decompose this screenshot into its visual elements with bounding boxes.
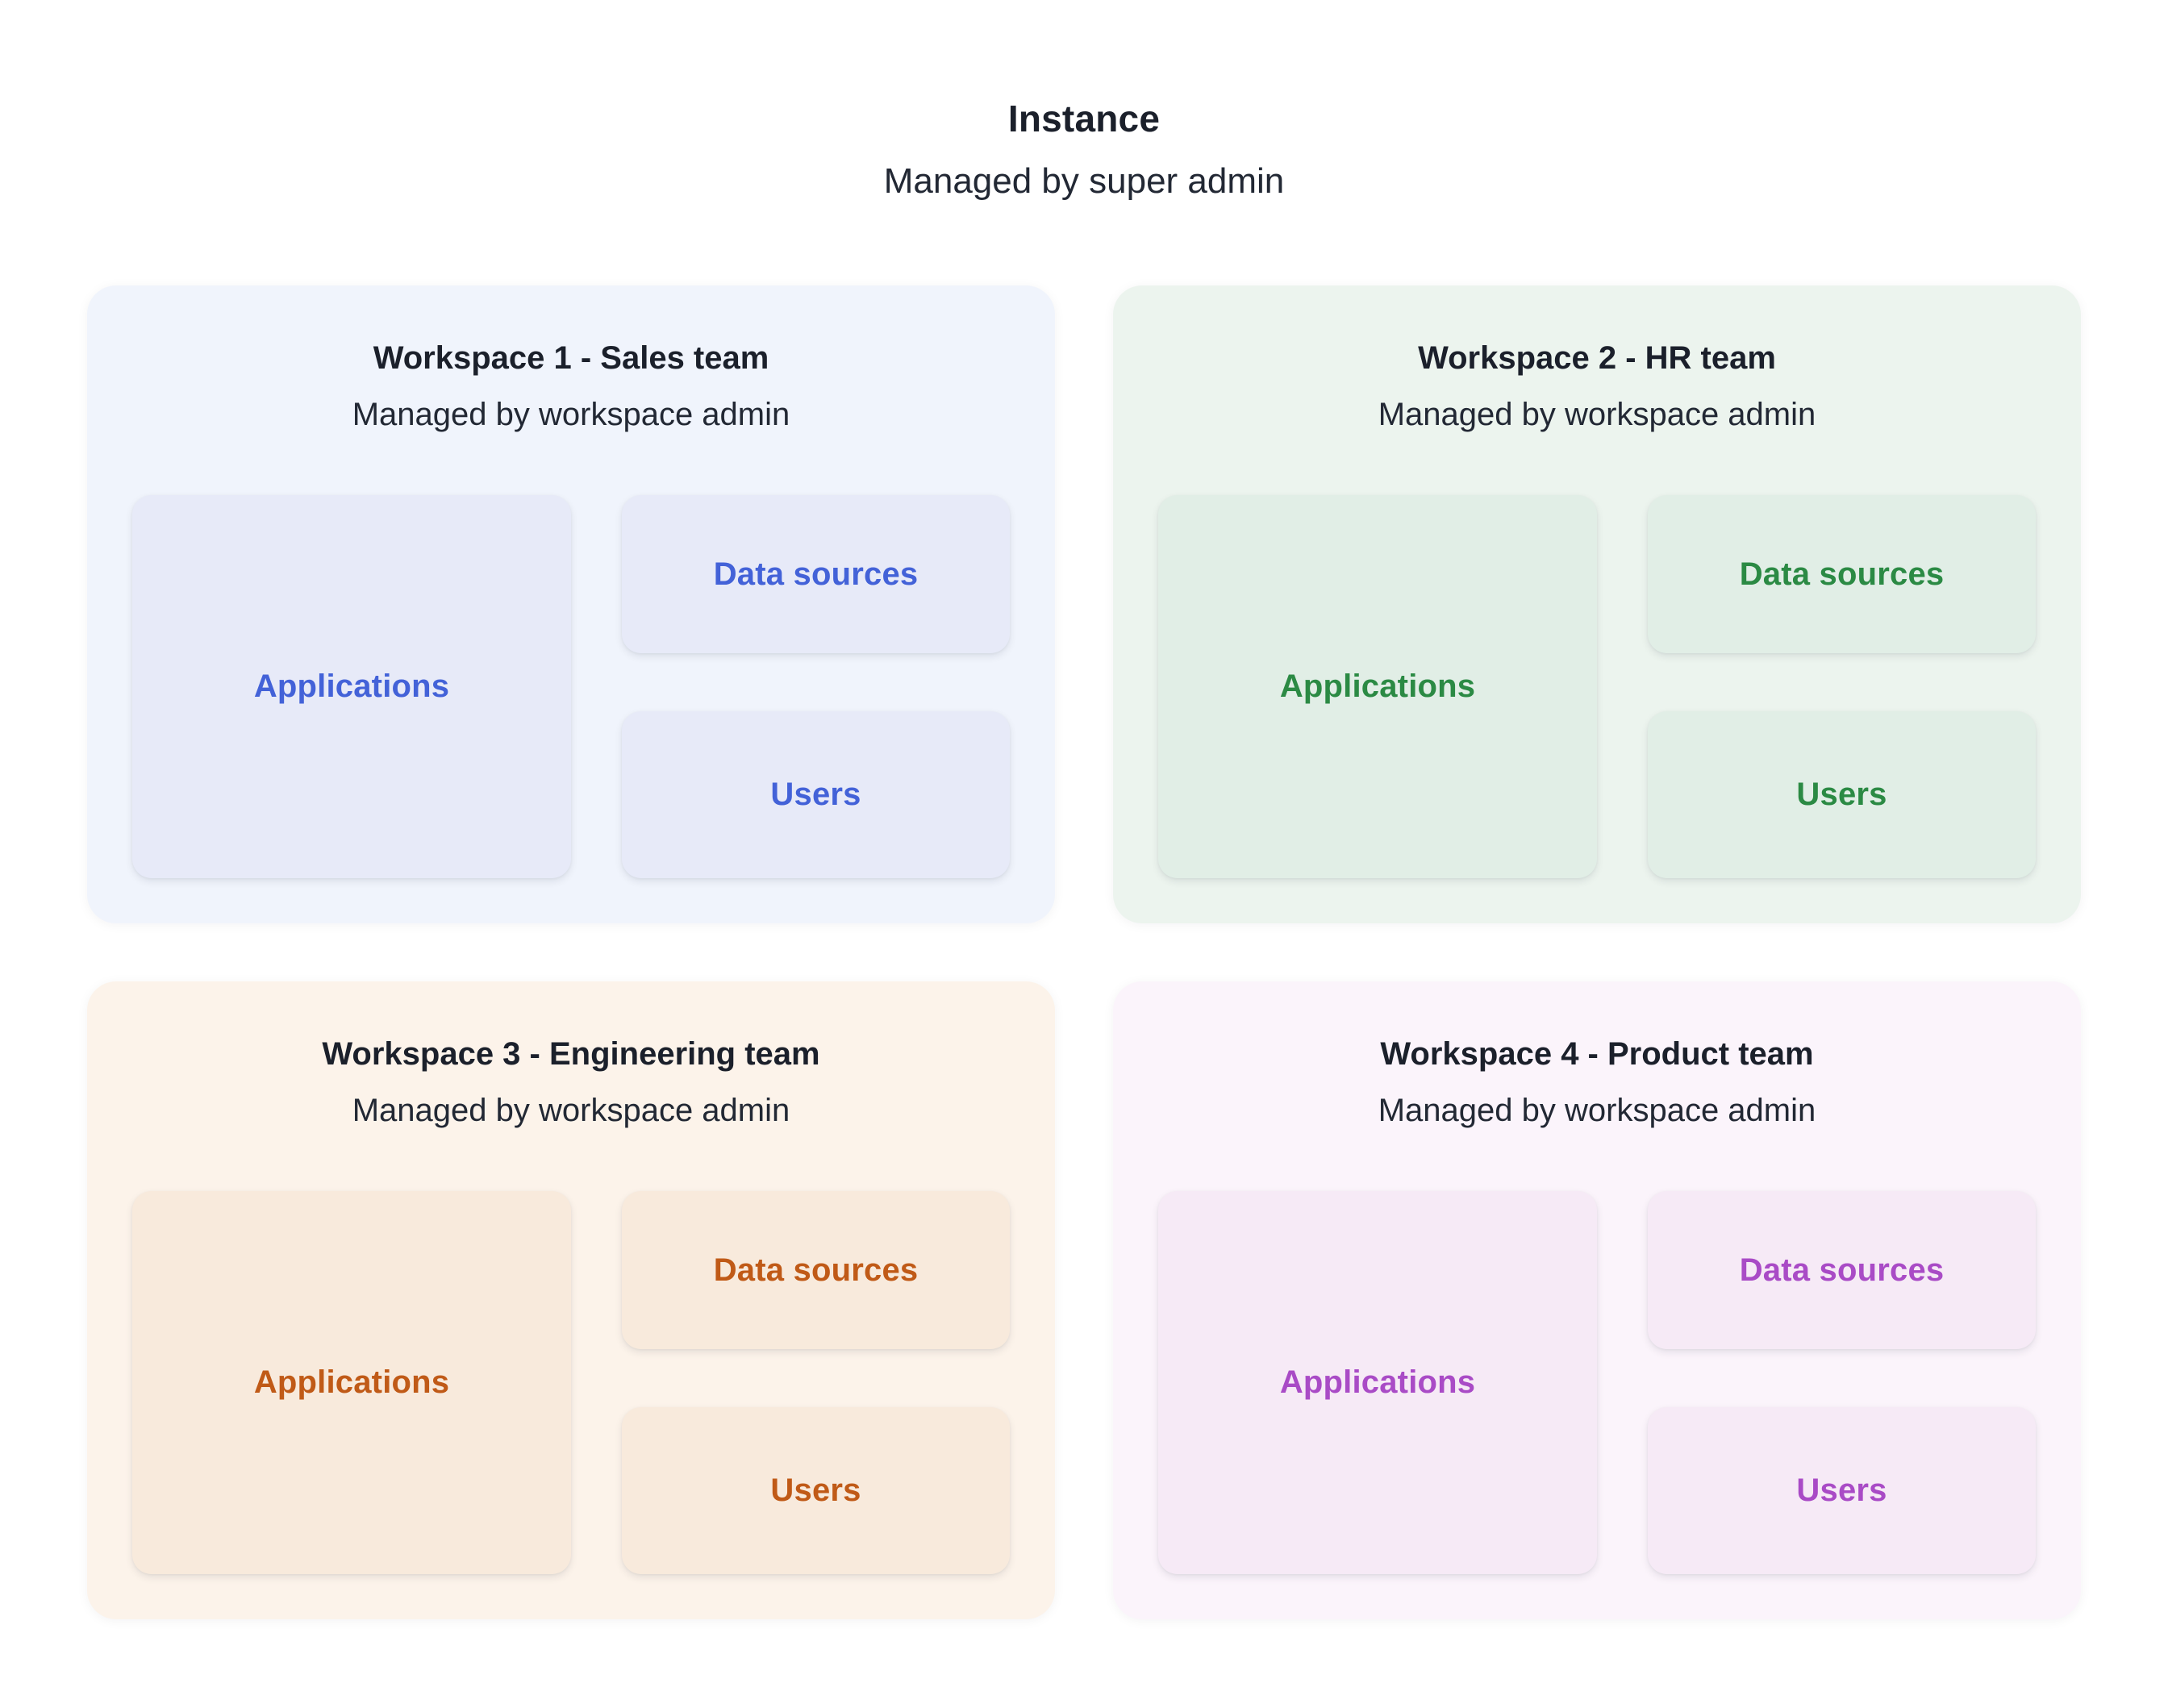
workspace-title: Workspace 3 - Engineering team [322,1036,820,1072]
data-sources-box: Data sources [622,495,1010,653]
users-box: Users [622,1407,1010,1574]
users-label: Users [1796,1473,1887,1508]
applications-box: Applications [132,1191,572,1574]
users-box: Users [1648,711,2036,878]
data-sources-label: Data sources [713,1252,919,1288]
workspace-subtitle: Managed by workspace admin [1378,397,1816,432]
applications-label: Applications [253,1364,450,1400]
data-sources-box: Data sources [1648,495,2036,653]
workspace-content: Applications Data sources Users [1158,495,2036,878]
applications-box: Applications [1158,495,1598,878]
workspace-card-sales: Workspace 1 - Sales team Managed by work… [87,285,1055,923]
workspace-card-engineering: Workspace 3 - Engineering team Managed b… [87,981,1055,1619]
workspace-title: Workspace 2 - HR team [1418,340,1776,376]
page-title: Instance [1007,98,1161,140]
users-label: Users [1796,777,1887,812]
workspace-subtitle: Managed by workspace admin [352,397,790,432]
page-subtitle: Managed by super admin [883,161,1285,201]
data-sources-box: Data sources [1648,1191,2036,1349]
workspace-subtitle: Managed by workspace admin [1378,1093,1816,1128]
users-box: Users [622,711,1010,878]
users-box: Users [1648,1407,2036,1574]
page-header: Instance Managed by super admin [0,0,2168,204]
data-sources-box: Data sources [622,1191,1010,1349]
data-sources-label: Data sources [1739,1252,1945,1288]
applications-label: Applications [253,669,450,704]
workspace-card-product: Workspace 4 - Product team Managed by wo… [1113,981,2081,1619]
workspace-content: Applications Data sources Users [132,495,1010,878]
applications-label: Applications [1279,669,1476,704]
workspace-content: Applications Data sources Users [1158,1191,2036,1574]
applications-box: Applications [132,495,572,878]
workspace-card-hr: Workspace 2 - HR team Managed by workspa… [1113,285,2081,923]
workspace-subtitle: Managed by workspace admin [352,1093,790,1128]
workspace-grid: Workspace 1 - Sales team Managed by work… [87,285,2081,1619]
workspace-title: Workspace 1 - Sales team [373,340,769,376]
data-sources-label: Data sources [713,556,919,592]
users-label: Users [770,1473,861,1508]
data-sources-label: Data sources [1739,556,1945,592]
workspace-content: Applications Data sources Users [132,1191,1010,1574]
applications-box: Applications [1158,1191,1598,1574]
workspace-title: Workspace 4 - Product team [1380,1036,1814,1072]
applications-label: Applications [1279,1364,1476,1400]
users-label: Users [770,777,861,812]
